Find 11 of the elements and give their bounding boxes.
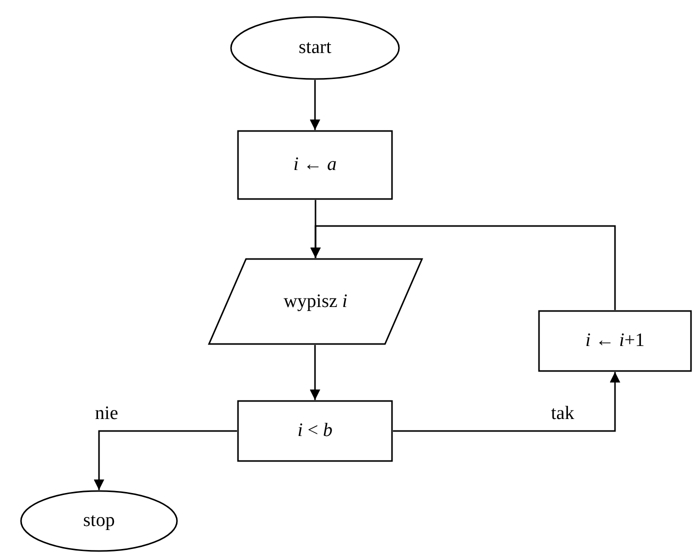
node-label: wypisz i (284, 290, 348, 312)
arrow (310, 345, 320, 400)
node-label: i ← i+1 (585, 330, 645, 352)
node-label: i < b (298, 420, 332, 442)
node-label: i ← a (293, 154, 337, 176)
arrow (393, 372, 620, 432)
arrow (310, 225, 616, 310)
node-label: start (298, 37, 332, 59)
arrow (310, 80, 320, 130)
node-label: stop (83, 510, 115, 532)
arrow (94, 430, 237, 490)
